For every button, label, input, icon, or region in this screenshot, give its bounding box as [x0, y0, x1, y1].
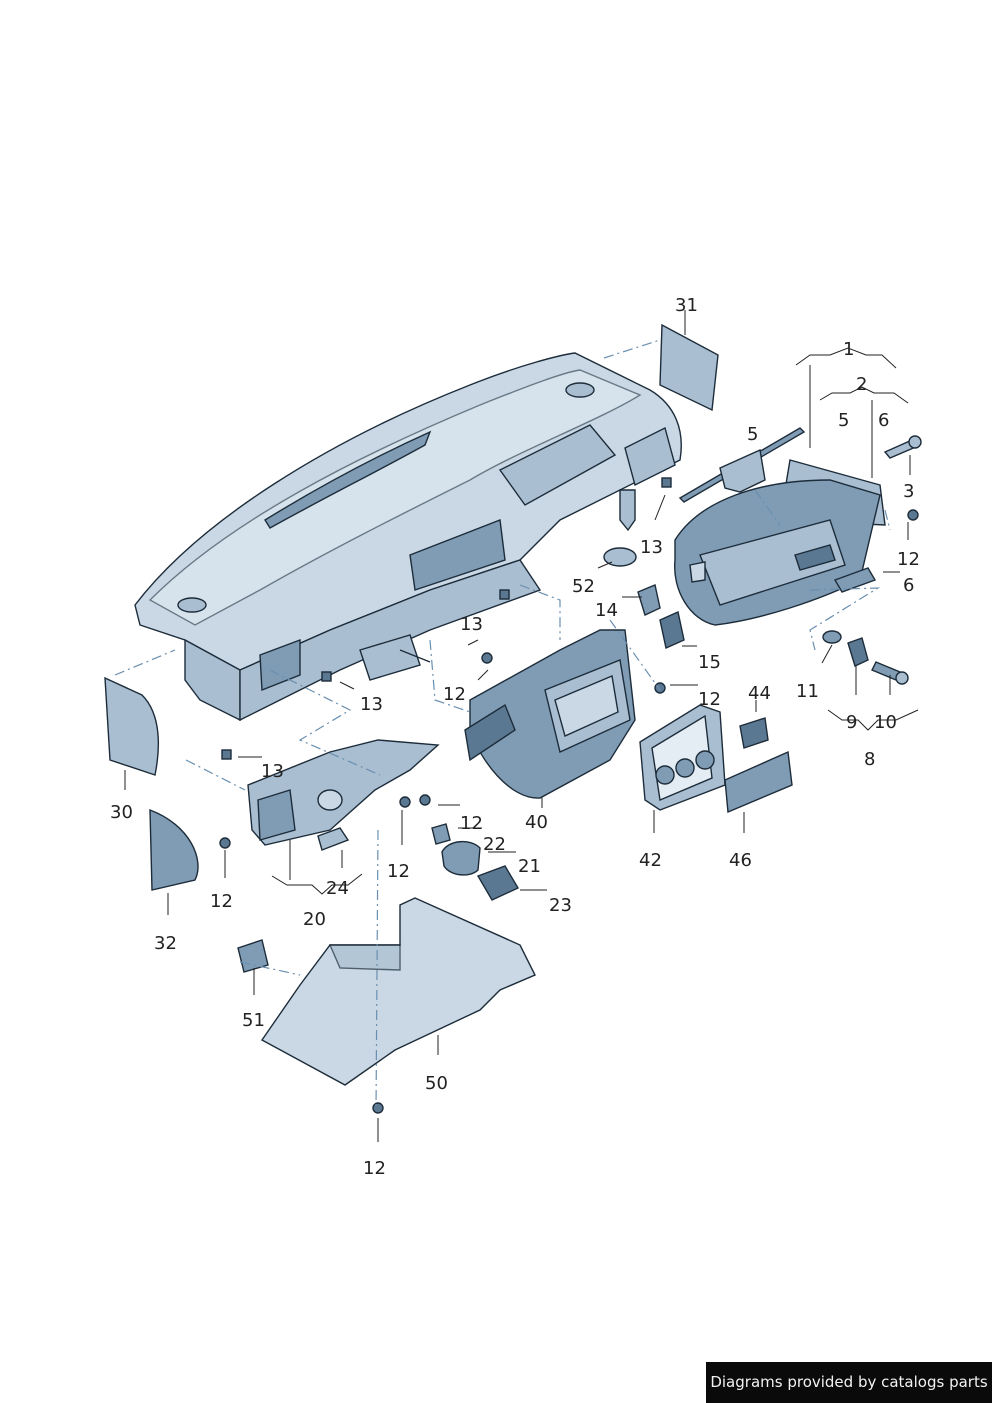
callout-13-a: 13 — [640, 537, 663, 558]
glove-box — [674, 459, 886, 626]
credit-banner: Diagrams provided by catalogs parts — [706, 1362, 992, 1403]
end-cap-right — [659, 323, 719, 412]
end-cap-left — [149, 808, 199, 891]
key-head — [895, 671, 909, 685]
lower-cover-panel — [260, 897, 536, 1086]
callout-22: 22 — [483, 834, 506, 855]
glove-box-hinge — [719, 448, 766, 493]
callout-40: 40 — [525, 812, 548, 833]
callout-12-screw-f: 12 — [210, 891, 233, 912]
callout-30: 30 — [110, 802, 133, 823]
cap — [822, 630, 842, 644]
callout-12-screw-a: 12 — [897, 549, 920, 570]
callout-2: 2 — [856, 374, 867, 395]
callout-14: 14 — [595, 600, 618, 621]
socket-ring — [441, 841, 481, 876]
lower-trim-panel — [247, 739, 440, 846]
callout-12-screw-g: 12 — [363, 1158, 386, 1179]
clip — [637, 584, 661, 616]
lock-cylinder — [847, 637, 869, 667]
callout-11: 11 — [796, 681, 819, 702]
callout-12-screw-b: 12 — [443, 684, 466, 705]
callout-3: 3 — [903, 481, 914, 502]
leader-lines — [124, 310, 919, 1142]
centre-console-trim — [464, 629, 636, 799]
side-trim-left — [104, 676, 160, 776]
callout-9: 9 — [846, 712, 857, 733]
connection-lines — [114, 339, 891, 1111]
callout-24: 24 — [326, 878, 349, 899]
callout-44: 44 — [748, 683, 771, 704]
callout-10: 10 — [874, 712, 897, 733]
callout-21: 21 — [518, 856, 541, 877]
pin-bolt-head — [908, 435, 922, 449]
callout-20: 20 — [303, 909, 326, 930]
socket-housing — [476, 865, 519, 901]
retainer — [431, 823, 451, 845]
dashboard-panel — [134, 352, 682, 722]
callout-5-latch: 5 — [747, 424, 758, 445]
callout-12-screw-c: 12 — [698, 689, 721, 710]
callout-8: 8 — [864, 749, 875, 770]
callout-42: 42 — [639, 850, 662, 871]
callout-5: 5 — [838, 410, 849, 431]
switch — [659, 611, 685, 649]
callout-13-d: 13 — [261, 761, 284, 782]
callout-1: 1 — [843, 339, 854, 360]
fasteners — [219, 477, 919, 1114]
callout-51: 51 — [242, 1010, 265, 1031]
callout-15: 15 — [698, 652, 721, 673]
pad — [603, 547, 637, 567]
callout-13-c: 13 — [360, 694, 383, 715]
callout-23: 23 — [549, 895, 572, 916]
callout-6: 6 — [878, 410, 889, 431]
cover-large — [724, 750, 793, 814]
lamp-holder — [237, 939, 269, 973]
callout-32: 32 — [154, 933, 177, 954]
trim-frame — [639, 704, 726, 811]
callout-50: 50 — [425, 1073, 448, 1094]
cover-small — [739, 717, 769, 749]
callout-12-screw-d: 12 — [460, 813, 483, 834]
callout-labels: 31 1 2 5 6 5 3 12 6 13 52 14 15 13 12 13… — [110, 295, 920, 1179]
callout-31: 31 — [675, 295, 698, 316]
glove-box-handle — [833, 567, 877, 593]
callout-46: 46 — [729, 850, 752, 871]
callout-12-screw-e: 12 — [387, 861, 410, 882]
bracket — [317, 827, 350, 851]
callout-13-b: 13 — [460, 614, 483, 635]
callout-6-handle: 6 — [903, 575, 914, 596]
callout-52: 52 — [572, 576, 595, 597]
